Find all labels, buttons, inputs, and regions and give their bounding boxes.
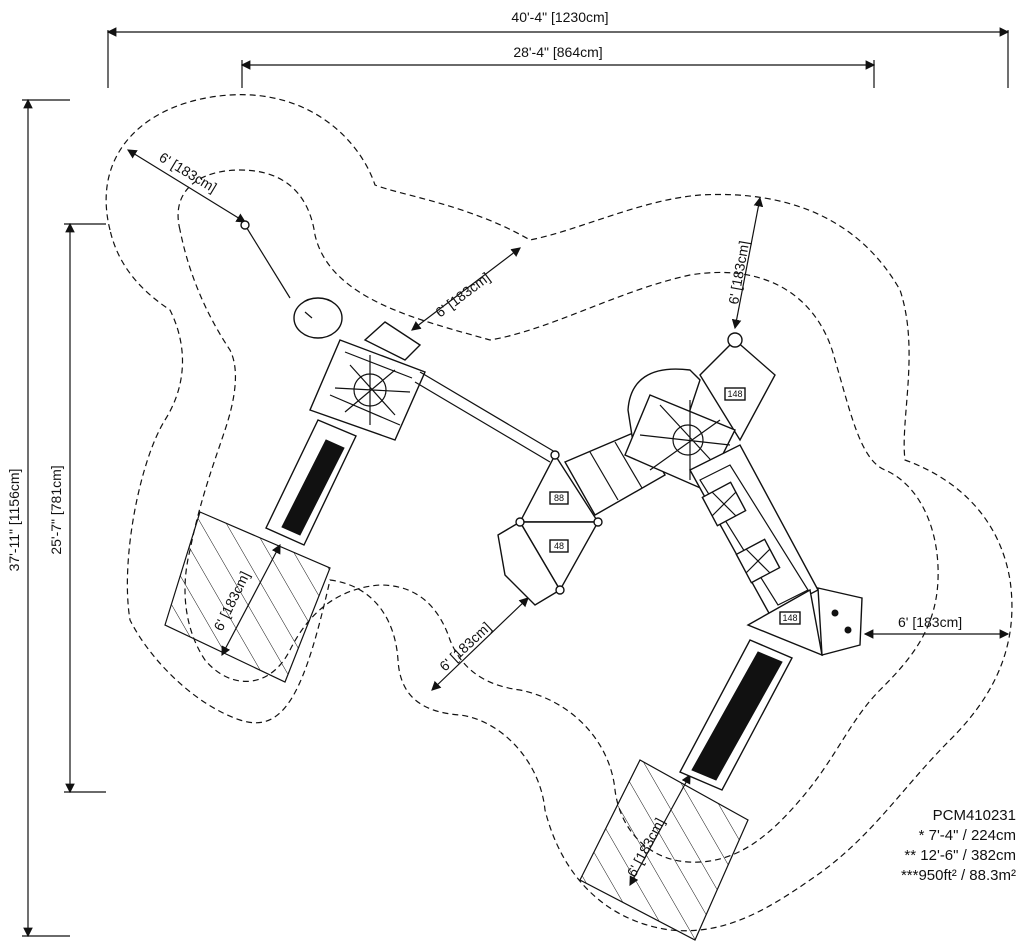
left-tower [309, 321, 426, 441]
right-tower: 148 [624, 332, 776, 491]
lower-mid-clearance-label: 6' [183cm] [436, 619, 494, 674]
platform-tag-88: 88 [554, 493, 564, 503]
outer-safety-zone [105, 94, 1013, 932]
upper-mid-clearance-label: 6' [183cm] [432, 269, 493, 320]
model-number: PCM410231 [933, 807, 1016, 824]
tire-swing [240, 220, 343, 339]
platform-tag-48: 48 [554, 541, 564, 551]
top-dimensions: 40'-4" [1230cm] 28'-4" [864cm] [106, 9, 1010, 88]
right-clearance-label: 6' [183cm] [898, 614, 962, 630]
model-line-2: ** 12'-6" / 382cm [904, 847, 1016, 864]
overall-height-label: 37'-11" [1156cm] [6, 469, 22, 572]
model-line-1: * 7'-4" / 224cm [919, 827, 1016, 844]
inner-safety-zone [177, 169, 939, 863]
model-info: PCM410231 * 7'-4" / 224cm ** 12'-6" / 38… [901, 807, 1016, 884]
lower-right-platform: 148 [746, 587, 863, 657]
right-slide [679, 639, 793, 791]
platform-tag-148-bottom: 148 [782, 613, 797, 623]
crawl-tunnel [689, 444, 819, 616]
horizontal-bridge [414, 371, 556, 463]
middle-platform-group: 88 48 [497, 450, 603, 606]
overall-width-label: 40'-4" [1230cm] [511, 9, 608, 25]
platform-tag-148-top: 148 [727, 389, 742, 399]
model-line-3: ***950ft² / 88.3m² [901, 867, 1016, 884]
left-dimensions: 37'-11" [1156cm] 25'-7" [781cm] [6, 98, 106, 938]
left-slide [265, 419, 357, 546]
inner-width-label: 28'-4" [864cm] [513, 44, 602, 60]
inner-height-label: 25'-7" [781cm] [48, 465, 64, 554]
